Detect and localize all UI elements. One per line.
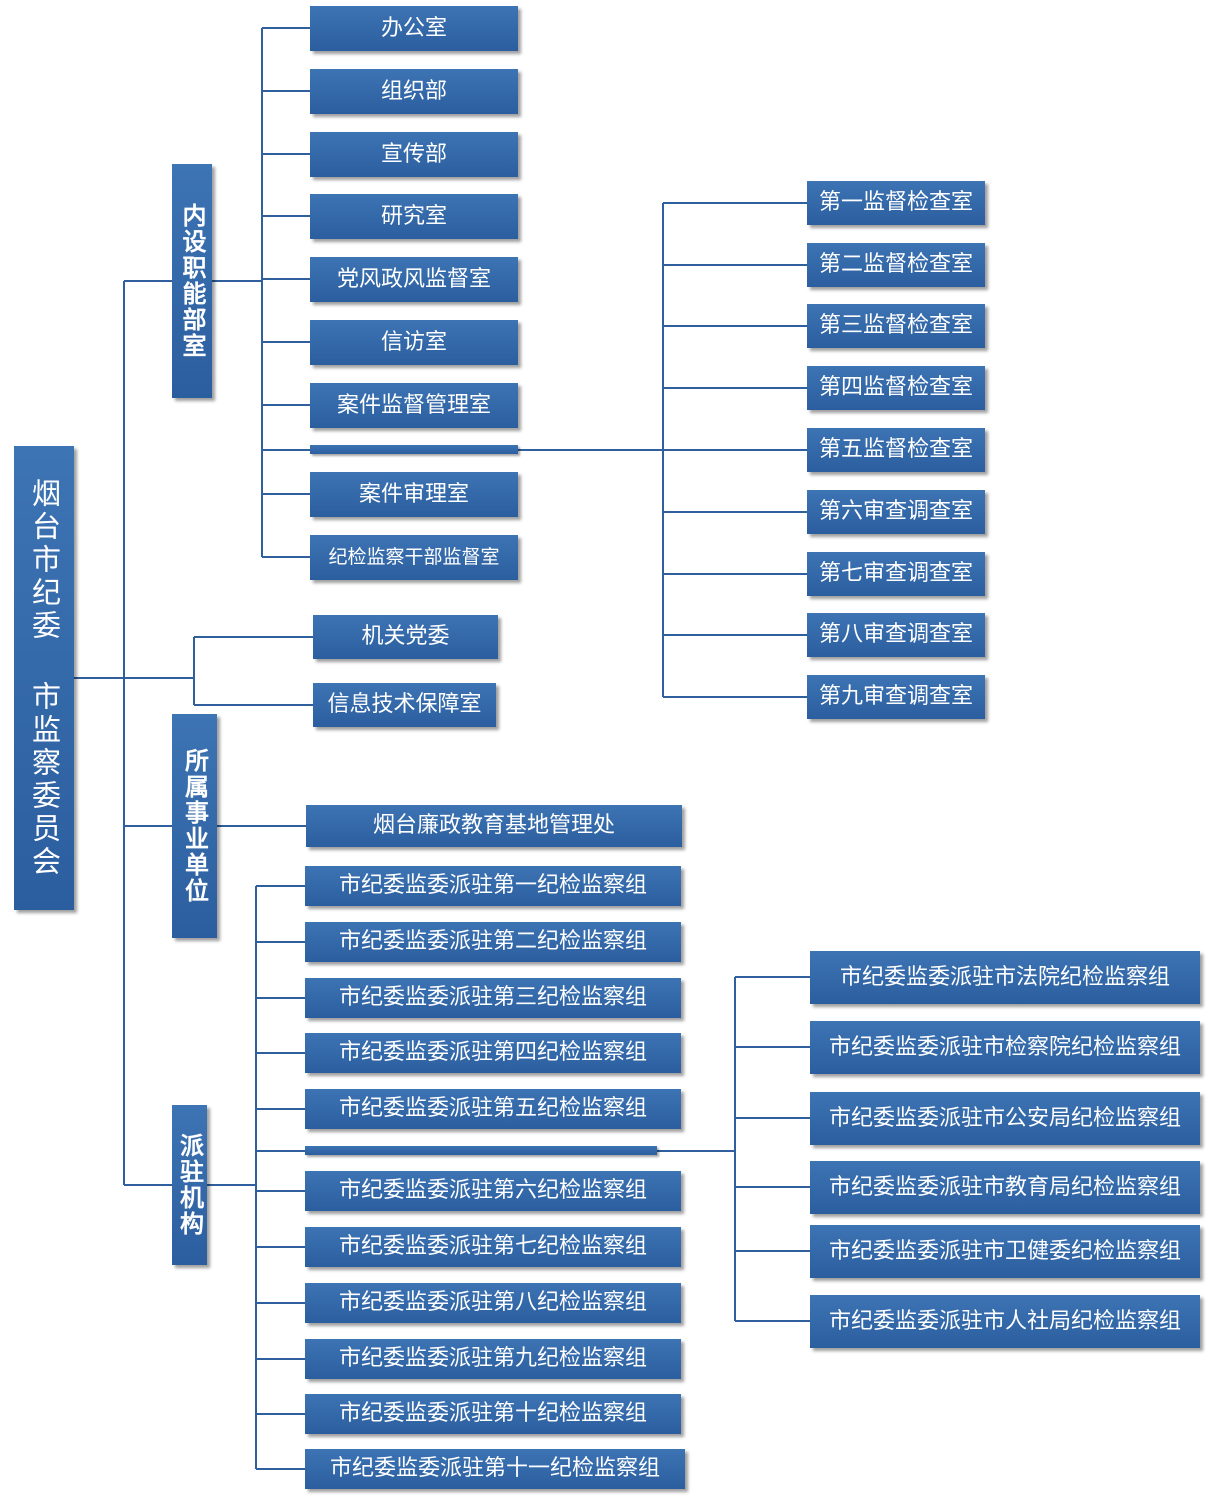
agency-group-box: 市纪委监委派驻市检察院纪检监察组 (810, 1021, 1200, 1074)
agency-group-box: 市纪委监委派驻市公安局纪检监察组 (810, 1092, 1200, 1145)
dept-box: 案件监督管理室 (310, 383, 518, 428)
agency-group-box: 市纪委监委派驻市法院纪检监察组 (810, 951, 1200, 1004)
stationed-group-box: 市纪委监委派驻第七纪检监察组 (305, 1227, 681, 1267)
agency-group-box: 市纪委监委派驻市教育局纪检监察组 (810, 1161, 1200, 1214)
stationed-group-box: 市纪委监委派驻第三纪检监察组 (305, 978, 681, 1018)
dept-box: 办公室 (310, 6, 518, 51)
dept-box: 党风政风监督室 (310, 257, 518, 302)
dept-box: 纪检监察干部监督室 (310, 535, 518, 580)
branch-stationed-agencies: 派驻机构 (172, 1105, 207, 1265)
supervision-room-box: 第六审查调查室 (807, 490, 985, 534)
unit-box: 机关党委 (313, 615, 498, 659)
supervision-room-box: 第五监督检查室 (807, 428, 985, 472)
stationed-group-box: 市纪委监委派驻第一纪检监察组 (305, 866, 681, 906)
supervision-room-box: 第一监督检查室 (807, 181, 985, 225)
stationed-group-box: 市纪委监委派驻第十纪检监察组 (305, 1394, 681, 1434)
affiliated-unit-box: 烟台廉政教育基地管理处 (306, 805, 682, 847)
root-node: 烟台市纪委 市监察委员会 (14, 446, 74, 910)
stationed-group-box: 市纪委监委派驻第十一纪检监察组 (305, 1449, 685, 1489)
agency-group-box: 市纪委监委派驻市卫健委纪检监察组 (810, 1225, 1200, 1278)
dept-box: 宣传部 (310, 132, 518, 177)
stationed-group-box: 市纪委监委派驻第二纪检监察组 (305, 922, 681, 962)
stationed-group-box: 市纪委监委派驻第六纪检监察组 (305, 1171, 681, 1211)
branch-affiliated-units: 所属事业单位 (172, 714, 217, 938)
supervision-room-box: 第七审查调查室 (807, 552, 985, 596)
agency-group-box: 市纪委监委派驻市人社局纪检监察组 (810, 1295, 1200, 1348)
supervision-room-box: 第九审查调查室 (807, 675, 985, 719)
unit-box: 信息技术保障室 (313, 683, 496, 727)
stationed-group-box: 市纪委监委派驻第九纪检监察组 (305, 1339, 681, 1379)
dept-box: 案件审理室 (310, 472, 518, 517)
dept-box: 信访室 (310, 320, 518, 365)
supervision-room-box: 第二监督检查室 (807, 243, 985, 287)
agency-connector-bar (305, 1146, 657, 1155)
supervision-room-box: 第三监督检查室 (807, 304, 985, 348)
dept-box: 组织部 (310, 69, 518, 114)
supervision-room-box: 第四监督检查室 (807, 366, 985, 410)
supervision-connector-bar (310, 445, 518, 454)
stationed-group-box: 市纪委监委派驻第五纪检监察组 (305, 1089, 681, 1129)
supervision-room-box: 第八审查调查室 (807, 613, 985, 657)
branch-internal-departments: 内设职能部室 (172, 164, 212, 398)
stationed-group-box: 市纪委监委派驻第八纪检监察组 (305, 1283, 681, 1323)
stationed-group-box: 市纪委监委派驻第四纪检监察组 (305, 1033, 681, 1073)
dept-box: 研究室 (310, 194, 518, 239)
